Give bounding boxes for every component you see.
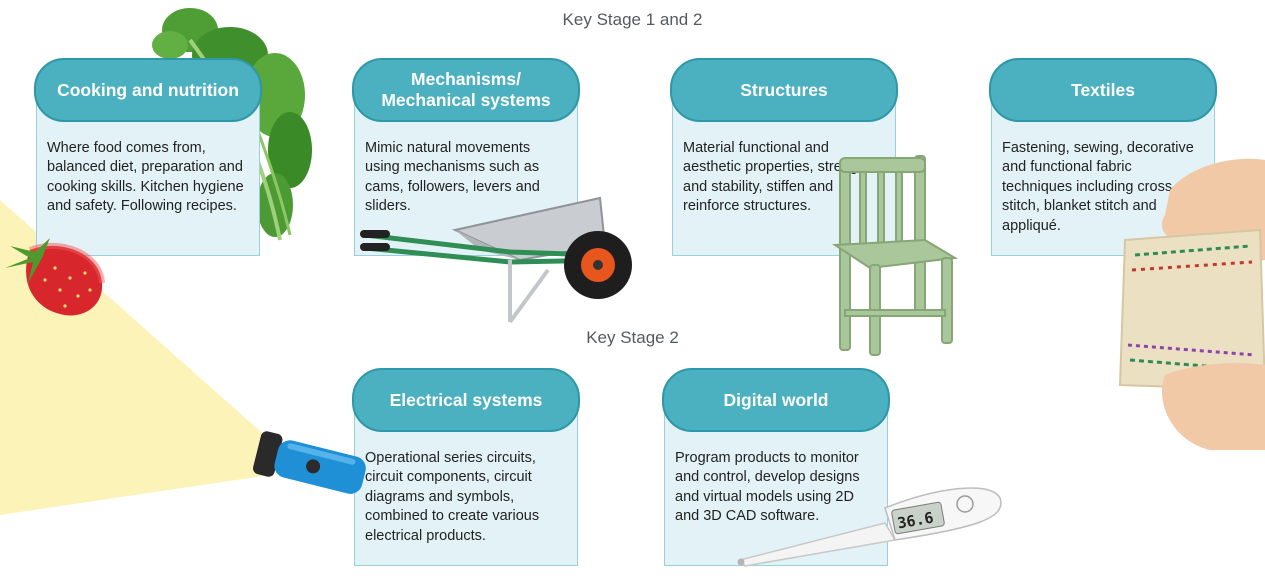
card-mechanisms-title-line2: Mechanical systems [381, 90, 551, 110]
stage-label-ks2: Key Stage 2 [586, 328, 679, 347]
card-mechanisms: Mechanisms/ Mechanical systems Mimic nat… [352, 58, 580, 256]
card-structures-title: Structures [670, 58, 898, 122]
thermometer-reading: 36.6 [896, 508, 935, 532]
card-mechanisms-title-line1: Mechanisms/ [411, 69, 521, 89]
card-electrical: Electrical systems Operational series ci… [352, 368, 580, 566]
card-cooking: Cooking and nutrition Where food comes f… [34, 58, 262, 256]
card-electrical-title: Electrical systems [352, 368, 580, 432]
card-cooking-title: Cooking and nutrition [34, 58, 262, 122]
card-structures: Structures Material functional and aesth… [670, 58, 898, 256]
card-textiles: Textiles Fastening, sewing, decorative a… [989, 58, 1217, 256]
stage-label-ks12: Key Stage 1 and 2 [562, 10, 703, 29]
card-textiles-title: Textiles [989, 58, 1217, 122]
card-mechanisms-title: Mechanisms/ Mechanical systems [352, 58, 580, 122]
card-digital: Digital world Program products to monito… [662, 368, 890, 566]
card-digital-title: Digital world [662, 368, 890, 432]
